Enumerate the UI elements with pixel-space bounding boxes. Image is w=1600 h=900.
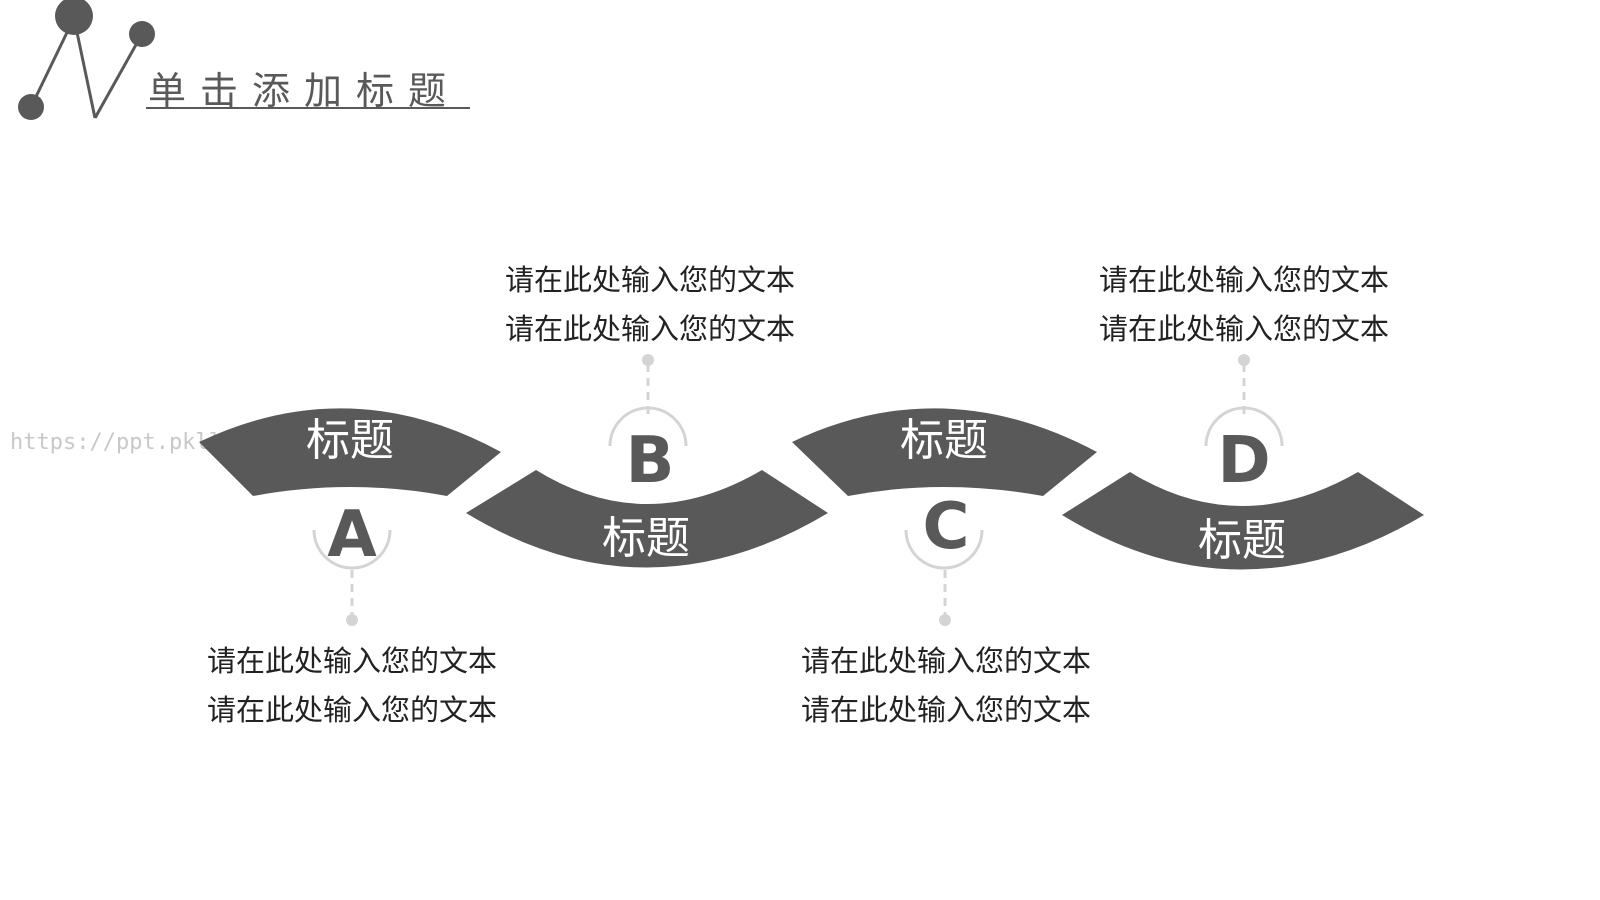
band-label-c: 标题 (900, 415, 988, 466)
watermark-text: https://ppt.pkll (10, 430, 222, 455)
step-text-a-1: 请在此处输入您的文本 (207, 644, 497, 678)
band-label-d: 标题 (1198, 515, 1286, 566)
connector-dot-c (939, 614, 951, 626)
arc-deco-a (312, 529, 392, 570)
step-text-d-2: 请在此处输入您的文本 (1099, 312, 1389, 346)
logo-icon (18, 0, 155, 120)
step-text-b-2: 请在此处输入您的文本 (505, 312, 795, 346)
step-letter-b: B (626, 424, 675, 498)
step-b: 标题 B 请在此处输入您的文本 请在此处输入您的文本 (466, 263, 828, 568)
connector-dot-b (642, 354, 654, 366)
step-text-c-2: 请在此处输入您的文本 (801, 693, 1091, 727)
step-d: 标题 D 请在此处输入您的文本 请在此处输入您的文本 (1062, 263, 1424, 570)
band-label-a: 标题 (306, 415, 394, 466)
band-d[interactable] (1062, 472, 1424, 570)
band-c[interactable] (792, 408, 1097, 496)
band-a[interactable] (199, 408, 501, 496)
step-text-a-2: 请在此处输入您的文本 (207, 693, 497, 727)
page-title[interactable]: 单击添加标题 (148, 69, 460, 113)
band-b[interactable] (466, 470, 828, 568)
band-label-b: 标题 (602, 513, 690, 564)
step-letter-d: D (1217, 424, 1270, 498)
arc-deco-c (904, 529, 984, 570)
step-text-c-1: 请在此处输入您的文本 (801, 644, 1091, 678)
step-c: 标题 C 请在此处输入您的文本 请在此处输入您的文本 (792, 408, 1097, 727)
connector-dot-a (346, 614, 358, 626)
step-a: 标题 A 请在此处输入您的文本 请在此处输入您的文本 (199, 408, 501, 727)
step-text-b-1: 请在此处输入您的文本 (505, 263, 795, 297)
step-letter-a: A (327, 498, 377, 572)
connector-dot-d (1238, 354, 1250, 366)
step-text-d-1: 请在此处输入您的文本 (1099, 263, 1389, 297)
step-letter-c: C (923, 490, 970, 564)
